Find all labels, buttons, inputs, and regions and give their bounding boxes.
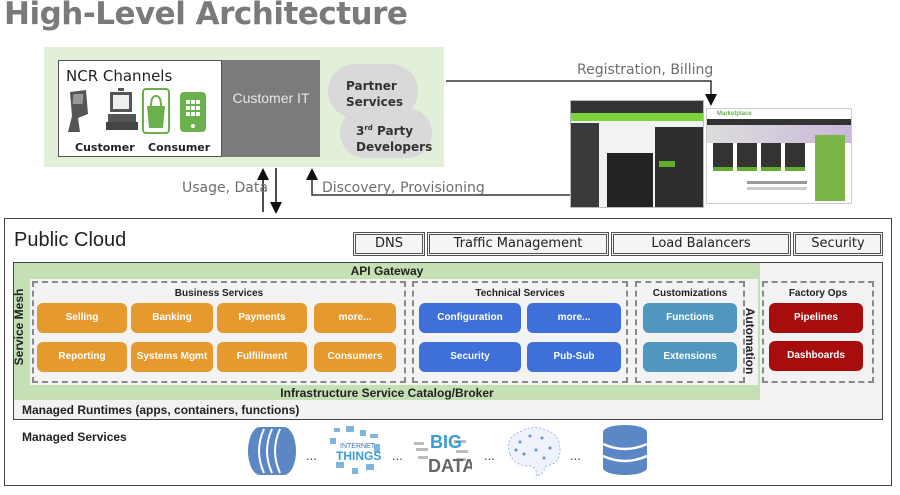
ellipsis-1: ... — [306, 448, 317, 463]
load-balancers-cell: Load Balancers — [611, 232, 791, 256]
service-selling: Selling — [37, 303, 127, 333]
page-title: High-Level Architecture — [4, 0, 408, 32]
managed-runtimes-label: Managed Runtimes (apps, containers, func… — [22, 403, 300, 417]
automation-label: Automation — [743, 307, 757, 375]
service-extensions: Extensions — [643, 342, 737, 372]
api-gateway-label: API Gateway — [350, 264, 424, 278]
business-services-title: Business Services — [174, 288, 264, 299]
technical-services-group — [412, 281, 628, 383]
svg-text:THINGS: THINGS — [336, 449, 381, 463]
consumer-label: Consumer — [148, 141, 211, 154]
service-reporting: Reporting — [37, 342, 127, 372]
dns-cell: DNS — [353, 232, 425, 256]
service-business-more: more... — [314, 303, 396, 333]
database-icon — [602, 425, 648, 475]
ellipsis-4: ... — [570, 448, 581, 463]
factory-ops-group — [762, 281, 874, 383]
big-data-icon: BIG DATA — [414, 432, 472, 476]
usage-data-label: Usage, Data — [182, 180, 268, 196]
flow-arrows — [257, 80, 717, 214]
service-technical-more: more... — [527, 303, 621, 333]
infrastructure-catalog-label: Infrastructure Service Catalog/Broker — [280, 386, 494, 400]
marketplace-title: Marketplace — [707, 109, 851, 119]
third-party-developers-label: 3rd Party Developers — [356, 124, 433, 154]
pos-terminal-icon — [106, 88, 138, 130]
developers-cloud-shape — [340, 108, 432, 158]
internet-of-things-icon: INTERNET THINGS — [330, 426, 381, 474]
customizations-group — [635, 281, 745, 383]
service-fulfillment: Fulfillment — [217, 342, 307, 372]
service-banking: Banking — [131, 303, 213, 333]
service-configuration: Configuration — [419, 303, 521, 333]
service-consumers: Consumers — [314, 342, 396, 372]
customizations-title: Customizations — [652, 288, 728, 299]
svg-text:DATA: DATA — [428, 456, 472, 476]
service-security: Security — [419, 342, 521, 372]
svg-text:BIG: BIG — [430, 432, 462, 452]
kiosk-icon — [68, 90, 88, 132]
brain-ai-icon — [507, 426, 561, 477]
developer-portal-screenshot — [570, 100, 704, 208]
marketplace-screenshot: Marketplace — [706, 108, 852, 204]
service-pipelines: Pipelines — [769, 303, 863, 333]
service-pub-sub: Pub-Sub — [527, 342, 621, 372]
ellipsis-2: ... — [392, 448, 403, 463]
storage-cylinder-icon — [248, 427, 296, 475]
public-cloud-title: Public Cloud — [14, 229, 127, 251]
customer-label: Customer — [75, 141, 135, 154]
business-services-group — [32, 281, 406, 383]
service-mesh-label: Service Mesh — [12, 288, 26, 366]
tablet-app-icon — [180, 92, 206, 132]
service-systems-mgmt: Systems Mgmt — [131, 342, 213, 372]
managed-services-label: Managed Services — [22, 430, 127, 444]
customer-it-box: Customer IT — [222, 60, 320, 157]
factory-ops-title: Factory Ops — [788, 288, 848, 299]
service-payments: Payments — [217, 303, 307, 333]
registration-billing-label: Registration, Billing — [577, 62, 714, 78]
partner-services-label: Partner Services — [346, 79, 404, 109]
service-functions: Functions — [643, 303, 737, 333]
discovery-provisioning-label: Discovery, Provisioning — [322, 180, 485, 196]
shopping-bag-tablet-icon — [142, 88, 170, 134]
ncr-channels-title: NCR Channels — [66, 67, 173, 85]
ellipsis-3: ... — [484, 448, 495, 463]
svg-text:INTERNET: INTERNET — [340, 443, 376, 450]
traffic-management-cell: Traffic Management — [427, 232, 609, 256]
technical-services-title: Technical Services — [475, 288, 565, 299]
service-dashboards: Dashboards — [769, 341, 863, 371]
security-cell: Security — [793, 232, 883, 256]
